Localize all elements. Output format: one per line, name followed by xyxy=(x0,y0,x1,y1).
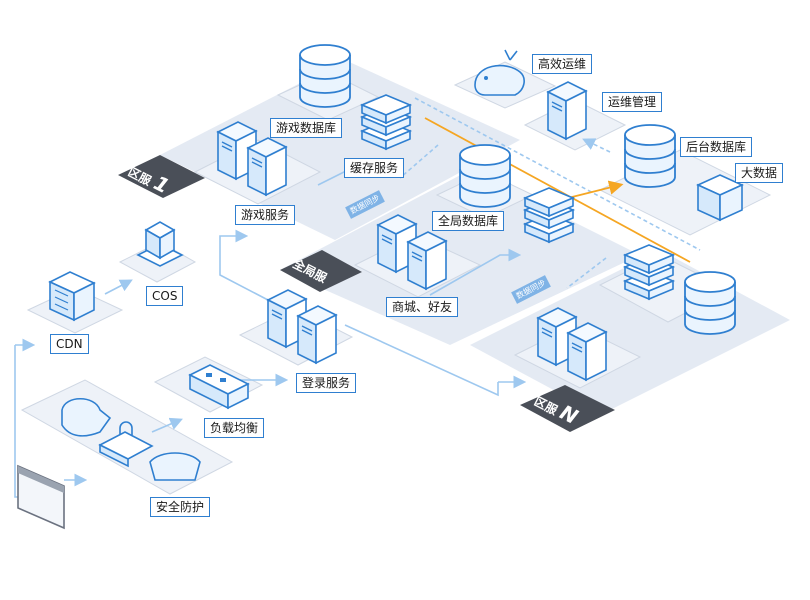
cdn-label: CDN xyxy=(50,334,89,354)
login-label: 登录服务 xyxy=(296,373,357,393)
game-server-icon-2 xyxy=(247,137,287,196)
global-db-label: 全局数据库 xyxy=(432,211,505,231)
load-balancer-icon xyxy=(188,364,250,410)
game-db-label: 游戏数据库 xyxy=(270,118,343,138)
zone-n-cache-icon xyxy=(624,244,674,300)
ops-mgmt-label: 运维管理 xyxy=(602,92,663,112)
cache-label: 缓存服务 xyxy=(344,158,405,178)
ops-server-icon xyxy=(547,81,587,140)
orange-flow-line xyxy=(424,117,691,263)
big-data-label: 大数据 xyxy=(735,163,784,183)
game-service-label: 游戏服务 xyxy=(235,205,296,225)
cdn-rack-icon xyxy=(48,271,96,322)
shield-icon xyxy=(61,397,112,437)
whale-icon xyxy=(474,49,525,96)
login-to-zone-n-line xyxy=(344,324,499,397)
global-db-icon xyxy=(459,144,511,208)
login-server-icon-2 xyxy=(297,305,337,364)
shop-friends-label: 商城、好友 xyxy=(386,297,459,317)
sync-dashed-right xyxy=(566,257,607,289)
cache-stack-icon xyxy=(361,94,411,150)
firewall-icon xyxy=(149,452,201,481)
zone-n-tag-plate xyxy=(520,385,615,432)
cos-label: COS xyxy=(146,286,184,306)
to-game-service-arrow xyxy=(219,229,249,250)
game-db-icon xyxy=(299,44,351,108)
login-up-line xyxy=(219,250,269,301)
ops-dashed-arrow xyxy=(582,138,611,153)
zone-n-db-icon xyxy=(684,271,736,335)
big-data-icon xyxy=(696,174,744,222)
ops-efficiency-label: 高效运维 xyxy=(532,54,593,74)
zone-1-tag-plate xyxy=(118,155,205,198)
zone-n-server-icon-2 xyxy=(567,322,607,381)
backend-db-icon xyxy=(624,124,676,188)
global-zone-tag-plate xyxy=(280,250,362,292)
security-lb-arrow xyxy=(151,417,183,433)
sync-dashed-top xyxy=(414,97,701,251)
global-cache-icon xyxy=(524,187,574,243)
security-label: 安全防护 xyxy=(150,497,211,517)
cos-building-icon xyxy=(136,221,184,267)
cdn-cos-arrow xyxy=(104,279,133,295)
load-balance-label: 负载均衡 xyxy=(204,418,265,438)
shop-to-global-arrow xyxy=(429,248,522,296)
backend-db-label: 后台数据库 xyxy=(680,137,753,157)
lock-icon xyxy=(98,421,154,468)
sync-dashed-left xyxy=(399,144,439,179)
browser-window-icon xyxy=(17,464,65,530)
shop-server-icon-2 xyxy=(407,231,447,290)
